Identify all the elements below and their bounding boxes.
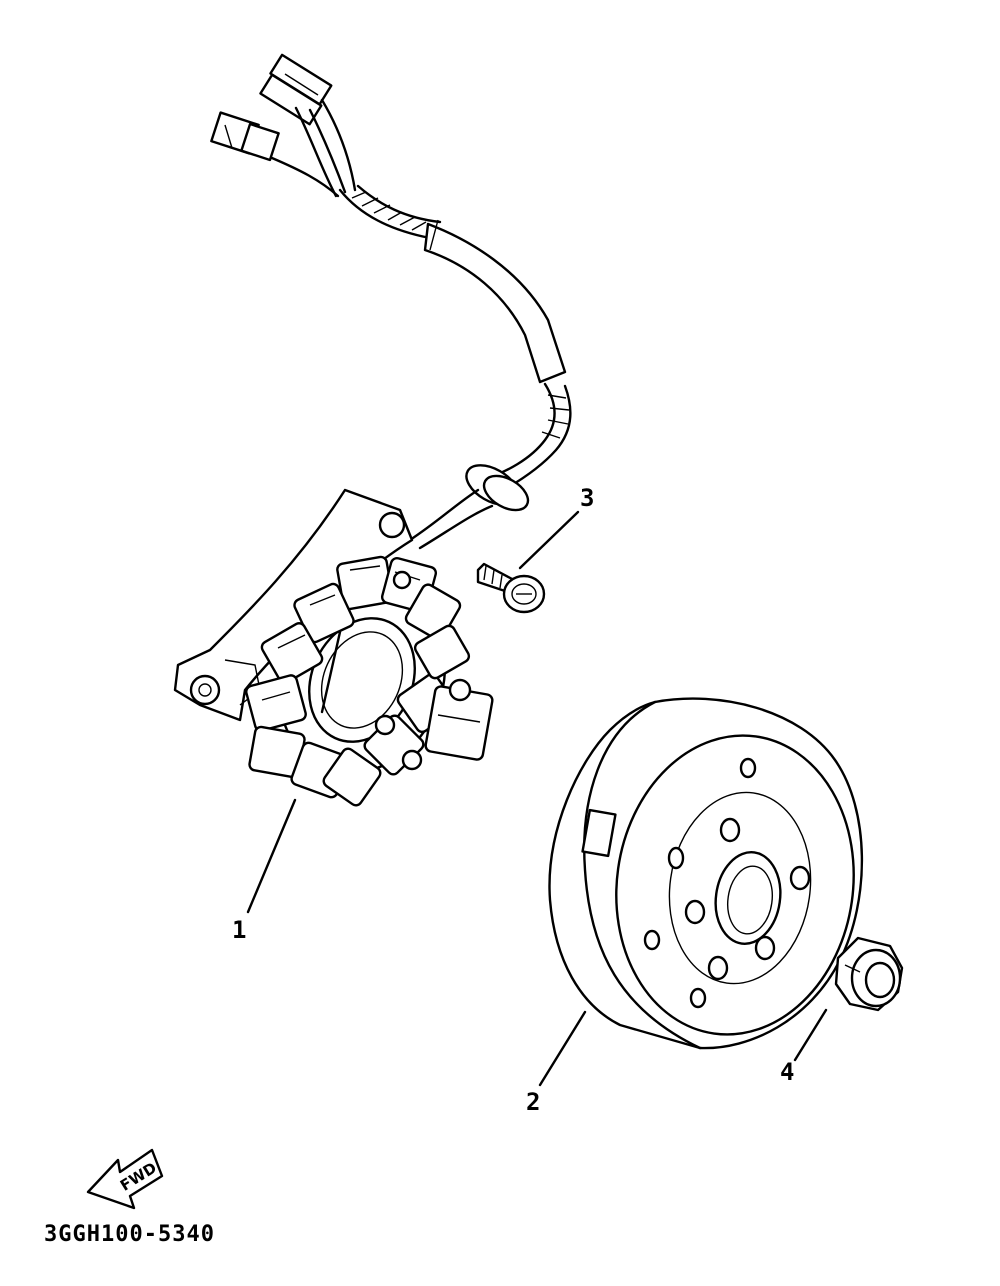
diagram-code: 3GGH100-5340 bbox=[44, 1222, 215, 1247]
leader-lines bbox=[246, 510, 828, 1087]
callout-3: 3 bbox=[580, 484, 594, 512]
connector-left bbox=[210, 111, 280, 162]
screw bbox=[476, 562, 546, 614]
connector-top bbox=[259, 53, 333, 126]
stator-coils bbox=[245, 555, 471, 807]
forward-direction-arrow: FWD bbox=[86, 1148, 164, 1210]
stator-assembly bbox=[173, 488, 494, 807]
grommet bbox=[465, 464, 530, 512]
pickup-coil bbox=[401, 678, 494, 771]
callout-1: 1 bbox=[232, 916, 246, 944]
callout-4: 4 bbox=[780, 1058, 794, 1086]
rotor-flywheel bbox=[548, 697, 864, 1050]
callout-2: 2 bbox=[526, 1088, 540, 1116]
nut bbox=[834, 936, 904, 1012]
wire-harness bbox=[210, 53, 572, 550]
